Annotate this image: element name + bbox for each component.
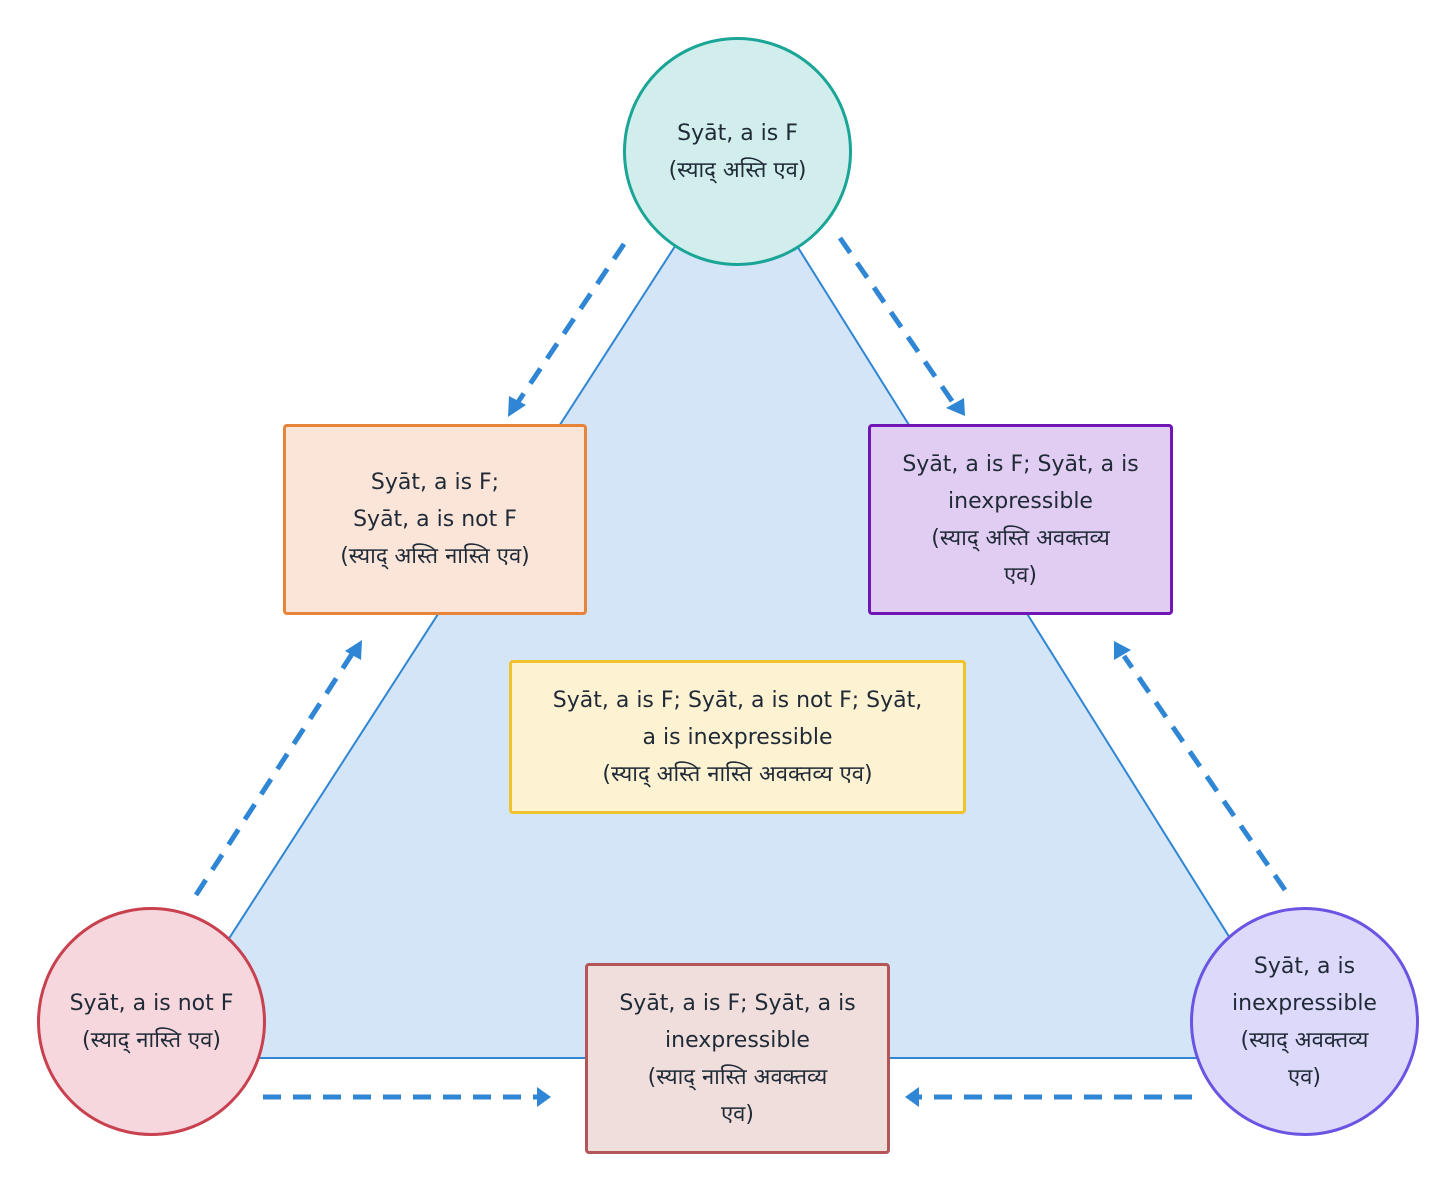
- box-asti-avaktavya: Syāt, a is F; Syāt, a is inexpressible (…: [868, 424, 1173, 615]
- arrowhead-left-mid-top: [508, 396, 526, 417]
- box-line: Syāt, a is F; Syāt, a is not F; Syāt,: [552, 687, 923, 713]
- box-line: Syāt, a is not F: [353, 507, 517, 532]
- node-line: एव): [1288, 1064, 1321, 1090]
- node-line: inexpressible: [1232, 990, 1377, 1016]
- arrowhead-bottom-mid-right: [905, 1087, 919, 1107]
- box-line: एव): [1004, 562, 1037, 588]
- arrowhead-bottom-mid-left: [537, 1087, 551, 1107]
- node-line: Syāt, a is F: [677, 120, 798, 146]
- node-syat-nasti: Syāt, a is not F (स्याद् नास्ति एव): [37, 907, 266, 1136]
- box-line: Syāt, a is F;: [370, 470, 500, 495]
- arrowhead-left-mid-bottom: [345, 640, 362, 660]
- box-line: a is inexpressible: [642, 724, 833, 750]
- node-line: Syāt, a is not F: [69, 990, 234, 1016]
- arrow-bottom-right-to-right-mid: [1121, 654, 1288, 892]
- box-line: (स्याद् नास्ति अवक्तव्य: [647, 1064, 828, 1090]
- arrowhead-right-mid-bottom: [1114, 641, 1131, 660]
- node-line: Syāt, a is: [1253, 953, 1356, 979]
- box-line: inexpressible: [665, 1027, 810, 1053]
- node-line: (स्याद् अस्ति एव): [668, 157, 807, 183]
- box-line: Syāt, a is F; Syāt, a is: [902, 451, 1139, 477]
- node-syat-avaktavya: Syāt, a is inexpressible (स्याद् अवक्तव्…: [1190, 907, 1419, 1136]
- dashed-arrows: [193, 236, 1288, 1100]
- node-line: (स्याद् अवक्तव्य: [1240, 1027, 1369, 1053]
- box-nasti-avaktavya: Syāt, a is F; Syāt, a is inexpressible (…: [585, 963, 890, 1154]
- arrow-top-to-left-mid: [513, 242, 627, 407]
- box-line: एव): [721, 1101, 754, 1127]
- arrowhead-right-mid-top: [946, 398, 965, 416]
- node-syat-asti: Syāt, a is F (स्याद् अस्ति एव): [623, 37, 852, 266]
- arrow-bottom-left-to-left-mid: [193, 652, 355, 897]
- node-line: (स्याद् नास्ति एव): [82, 1027, 221, 1053]
- box-line: Syāt, a is F; Syāt, a is: [619, 990, 856, 1016]
- box-line: inexpressible: [948, 488, 1093, 514]
- box-line: (स्याद् अस्ति अवक्तव्य: [931, 525, 1110, 551]
- box-asti-nasti: Syāt, a is F; Syāt, a is not F (स्याद् अ…: [283, 424, 587, 615]
- box-line: (स्याद् अस्ति नास्ति अवक्तव्य एव): [602, 761, 873, 787]
- box-asti-nasti-avaktavya: Syāt, a is F; Syāt, a is not F; Syāt, a …: [509, 660, 966, 814]
- arrow-heads: [345, 396, 1131, 1107]
- arrow-top-to-right-mid: [837, 236, 957, 406]
- box-line: (स्याद् अस्ति नास्ति एव): [340, 544, 530, 569]
